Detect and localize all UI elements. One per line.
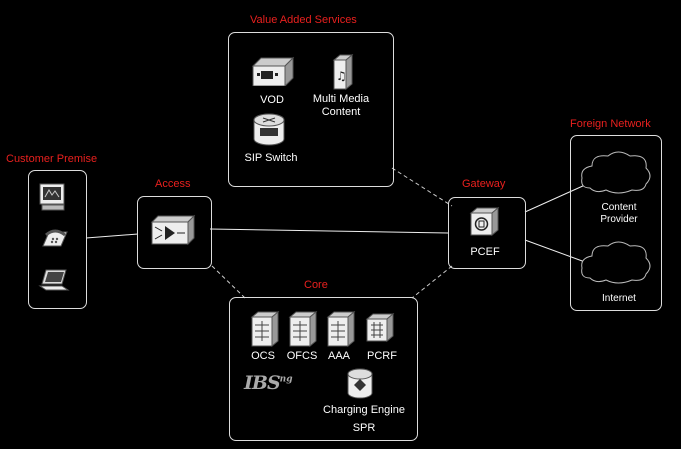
multimedia-server-icon: ♫: [332, 54, 354, 90]
pcef-router-icon: [469, 206, 500, 237]
access-group: [137, 196, 212, 269]
content-provider-label: Content Provider: [583, 202, 655, 226]
link-access-gateway: [209, 228, 449, 234]
content-provider-line2: Provider: [600, 214, 638, 225]
monitor-icon: [39, 183, 65, 211]
ibsng-logo-text: IBS: [244, 372, 281, 394]
vod-label: VOD: [260, 94, 284, 106]
content-provider-line1: Content: [601, 202, 637, 213]
ocs-label: OCS: [251, 350, 275, 362]
core-group: [229, 297, 418, 441]
link-gateway-content: [524, 184, 586, 213]
ofcs-server-icon: [288, 311, 318, 347]
gateway-group: [448, 197, 526, 269]
sip-switch-icon: [253, 113, 285, 146]
link-vas-gateway: [391, 167, 453, 207]
customer-title: Customer Premise: [6, 153, 98, 165]
link-gateway-internet: [524, 239, 586, 263]
ocs-server-icon: [250, 311, 280, 347]
internet-label: Internet: [602, 293, 636, 304]
charging-engine-icon: [347, 368, 373, 399]
link-access-core: [211, 265, 246, 299]
link-gateway-core: [411, 265, 453, 299]
access-title: Access: [155, 178, 191, 190]
foreign-title: Foreign Network: [570, 118, 651, 130]
pcrf-label: PCRF: [367, 350, 397, 362]
link-customer-access: [85, 233, 139, 239]
ibsng-logo-sup: ng: [279, 374, 293, 385]
ofcs-label: OFCS: [286, 350, 318, 362]
sip-switch-label: SIP Switch: [244, 152, 298, 164]
charging-engine-label: Charging Engine: [323, 404, 405, 416]
vod-server-icon: [251, 56, 295, 86]
svg-text:♫: ♫: [336, 69, 347, 83]
core-title: Core: [304, 279, 328, 291]
vas-title: Value Added Services: [250, 14, 357, 26]
ibsng-logo: IBSng: [244, 372, 293, 394]
laptop-icon: [38, 269, 70, 291]
multimedia-label-line1: Multi Media: [312, 93, 370, 105]
vas-group: [228, 32, 394, 187]
content-provider-cloud-icon: [581, 151, 651, 194]
multimedia-label-line2: Content: [321, 106, 361, 118]
multimedia-label: Multi Media Content: [306, 93, 376, 119]
pcrf-server-icon: [365, 313, 395, 343]
phone-icon: [42, 229, 68, 247]
spr-label: SPR: [352, 422, 376, 434]
aaa-server-icon: [326, 311, 356, 347]
gateway-title: Gateway: [462, 178, 506, 190]
internet-cloud-icon: [581, 241, 651, 284]
foreign-group: [570, 135, 662, 311]
access-switch-icon: [150, 214, 196, 246]
aaa-label: AAA: [327, 350, 350, 362]
pcef-label: PCEF: [470, 246, 500, 258]
customer-group: [28, 170, 87, 309]
